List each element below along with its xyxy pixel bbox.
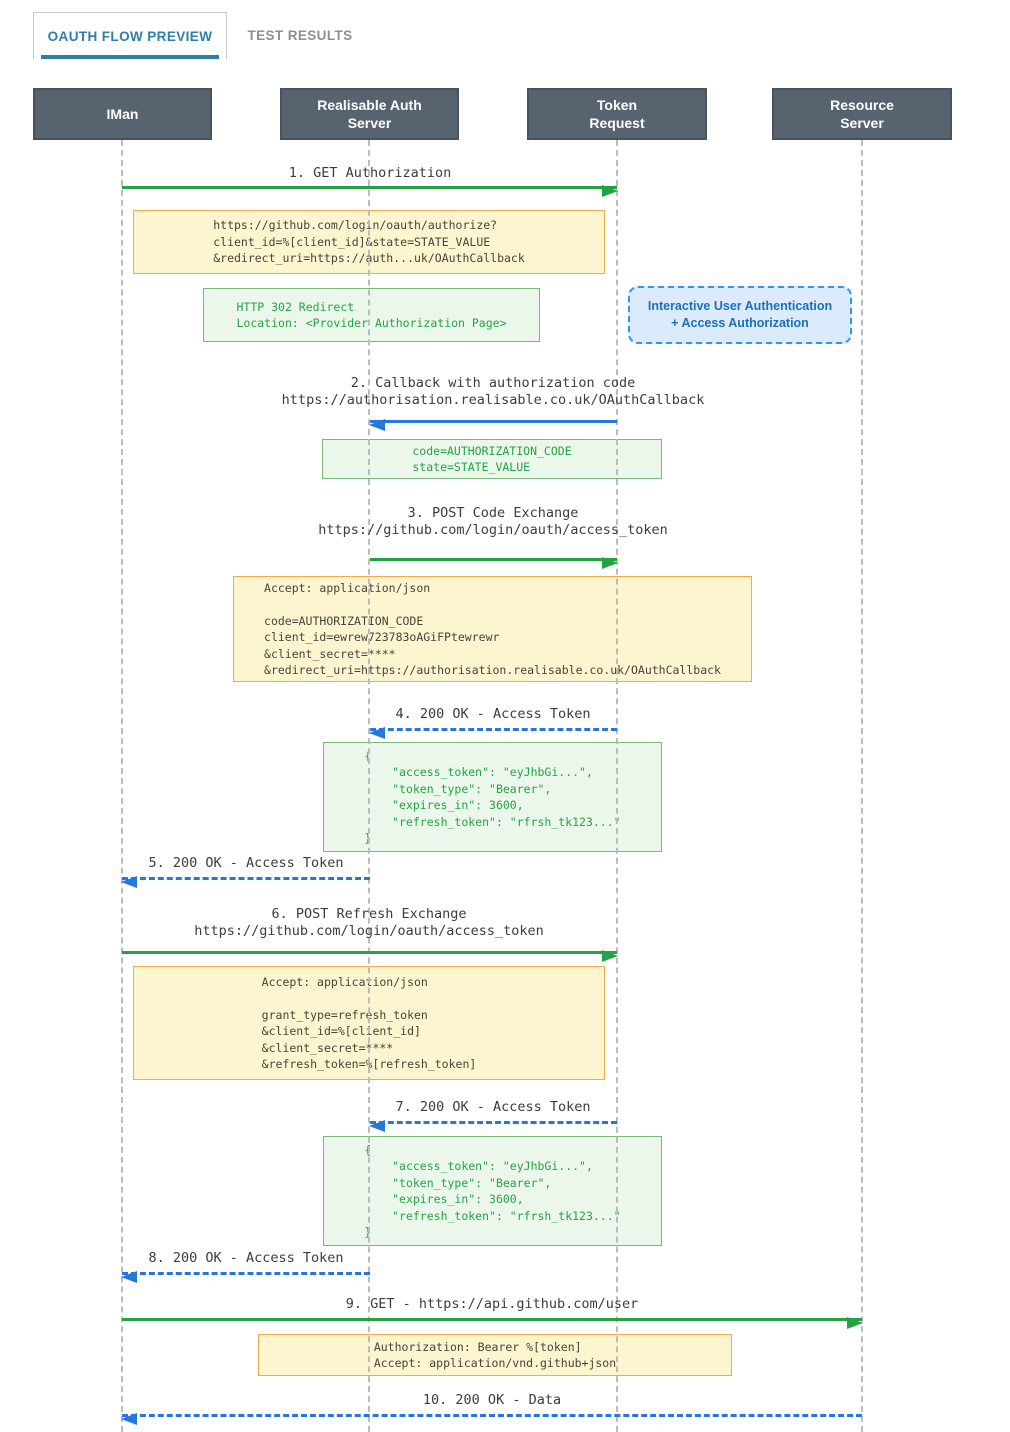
arrowhead-right-icon — [847, 1316, 863, 1329]
actor-realisable-auth-server: Realisable Auth Server — [280, 88, 459, 140]
message-label-1: 1. GET Authorization — [288, 165, 452, 181]
arrowhead-left-icon — [369, 418, 385, 431]
message-arrow-7 — [369, 1119, 617, 1132]
lifeline-iman — [121, 140, 123, 1432]
note-interactive-auth-text: Interactive User Authentication + Access… — [647, 299, 833, 330]
arrowhead-left-icon — [369, 1119, 385, 1132]
note-access-token-json-2-text: { "access_token": "eyJhbGi...", "token_t… — [364, 1142, 621, 1240]
note-access-token-json-1-text: { "access_token": "eyJhbGi...", "token_t… — [364, 748, 621, 846]
tab-test-results-label: TEST RESULTS — [247, 28, 353, 43]
note-access-token-json-1: { "access_token": "eyJhbGi...", "token_t… — [323, 742, 662, 852]
note-auth-code: code=AUTHORIZATION_CODE state=STATE_VALU… — [322, 439, 662, 479]
tab-test-results[interactable]: TEST RESULTS — [235, 12, 365, 59]
arrowhead-left-icon — [369, 726, 385, 739]
message-arrow-6 — [122, 949, 618, 962]
message-label-3: 3. POST Code Exchange https://github.com… — [318, 505, 668, 538]
message-arrow-3 — [370, 556, 618, 569]
message-label-7: 7. 200 OK - Access Token — [395, 1099, 591, 1115]
arrowhead-left-icon — [121, 1270, 137, 1283]
message-label-5: 5. 200 OK - Access Token — [148, 855, 344, 871]
message-label-6: 6. POST Refresh Exchange https://github.… — [194, 906, 544, 939]
note-api-request-headers: Authorization: Bearer %[token] Accept: a… — [258, 1334, 732, 1376]
note-api-request-headers-text: Authorization: Bearer %[token] Accept: a… — [373, 1339, 617, 1371]
lifeline-realisable-auth-server — [368, 140, 370, 1432]
arrowhead-right-icon — [602, 184, 618, 197]
actor-token-request: Token Request — [527, 88, 707, 140]
note-refresh-body-text: Accept: application/json grant_type=refr… — [261, 974, 477, 1072]
message-arrow-9 — [122, 1316, 863, 1329]
message-arrow-2 — [369, 418, 617, 431]
message-label-4: 4. 200 OK - Access Token — [395, 706, 591, 722]
arrowhead-right-icon — [602, 949, 618, 962]
lifeline-token-request — [616, 140, 618, 1432]
note-interactive-auth: Interactive User Authentication + Access… — [628, 286, 852, 344]
actor-resource-server: Resource Server — [772, 88, 952, 140]
message-arrow-8 — [121, 1270, 370, 1283]
note-http-302-redirect: HTTP 302 Redirect Location: <Provider Au… — [203, 288, 540, 342]
active-tab-underline — [41, 55, 219, 59]
arrowhead-left-icon — [121, 875, 137, 888]
note-code-exchange-body-text: Accept: application/json code=AUTHORIZAT… — [264, 580, 721, 678]
note-access-token-json-2: { "access_token": "eyJhbGi...", "token_t… — [323, 1136, 662, 1246]
message-arrow-4 — [369, 726, 617, 739]
tab-oauth-flow-preview[interactable]: OAUTH FLOW PREVIEW — [33, 12, 227, 59]
note-code-exchange-body: Accept: application/json code=AUTHORIZAT… — [233, 576, 752, 682]
lifeline-resource-server — [861, 140, 863, 1432]
note-auth-code-text: code=AUTHORIZATION_CODE state=STATE_VALU… — [412, 443, 572, 475]
message-arrow-10 — [121, 1412, 862, 1425]
arrowhead-right-icon — [602, 556, 618, 569]
message-label-9: 9. GET - https://api.github.com/user — [345, 1296, 639, 1312]
message-arrow-1 — [122, 184, 618, 197]
note-http-302-redirect-text: HTTP 302 Redirect Location: <Provider Au… — [236, 299, 507, 331]
message-arrow-5 — [121, 875, 370, 888]
message-label-2: 2. Callback with authorization code http… — [281, 375, 705, 408]
message-label-10: 10. 200 OK - Data — [422, 1392, 562, 1408]
tab-oauth-flow-preview-label: OAUTH FLOW PREVIEW — [47, 28, 213, 44]
actor-iman: IMan — [33, 88, 212, 140]
message-label-8: 8. 200 OK - Access Token — [148, 1250, 344, 1266]
arrowhead-left-icon — [121, 1412, 137, 1425]
